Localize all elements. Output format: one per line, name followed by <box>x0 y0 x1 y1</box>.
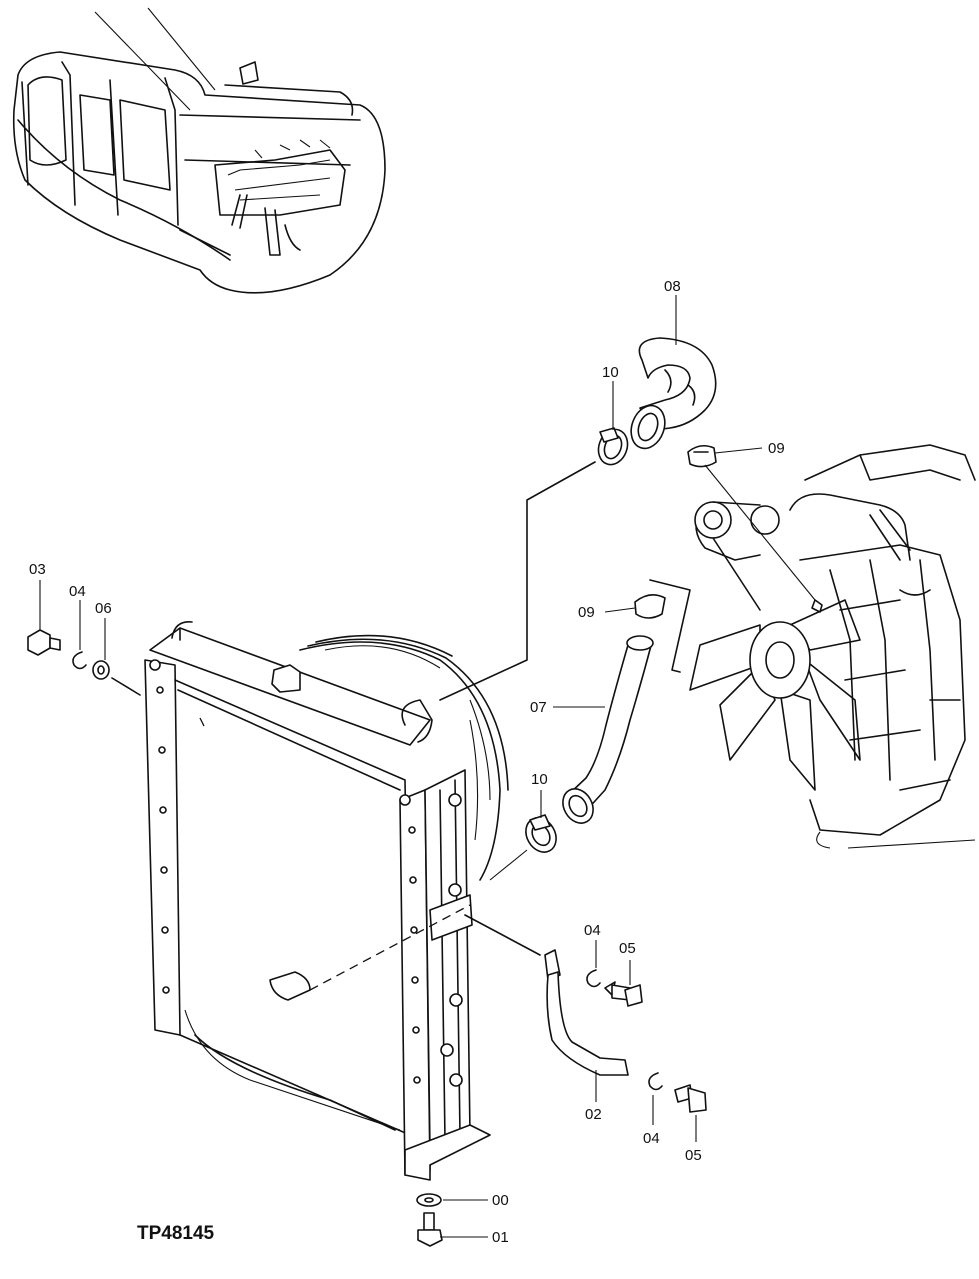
lock-washer-04-lower <box>648 1072 663 1091</box>
callout-04-upper: 04 <box>584 922 601 939</box>
callout-09-lower: 09 <box>578 604 595 621</box>
hose-clamp-10-lower <box>525 814 557 853</box>
lock-washer-04-upper <box>586 969 601 988</box>
drawing-reference-number: TP48145 <box>137 1223 215 1244</box>
callout-10-lower: 10 <box>531 771 548 788</box>
upper-radiator-hose-08 <box>630 337 717 450</box>
callout-04-lower: 04 <box>643 1130 660 1147</box>
callout-02: 02 <box>585 1106 602 1123</box>
radiator-assembly <box>144 461 596 1181</box>
callout-05-upper: 05 <box>619 940 636 957</box>
callout-05-lower: 05 <box>685 1147 702 1164</box>
hose-clamp-10-upper <box>597 427 629 466</box>
excavator-overview-illustration <box>12 7 386 294</box>
engine-illustration <box>689 444 976 849</box>
callout-09-upper: 09 <box>768 440 785 457</box>
radiator-stay-02 <box>464 914 629 1076</box>
callout-03: 03 <box>29 561 46 578</box>
callout-leaders <box>39 295 763 1238</box>
hose-clamp-09-lower <box>634 579 691 673</box>
callout-08: 08 <box>664 278 681 295</box>
bolt-03 <box>27 629 61 656</box>
bolt-05-lower <box>674 1084 707 1113</box>
bolt-01 <box>417 1212 443 1247</box>
hose-clamp-09-upper <box>687 444 717 468</box>
bolt-05-upper <box>604 981 643 1007</box>
callout-00: 00 <box>492 1192 509 1209</box>
callout-10-upper: 10 <box>602 364 619 381</box>
callout-07: 07 <box>530 699 547 716</box>
washer-06 <box>92 660 141 696</box>
callout-01: 01 <box>492 1229 509 1246</box>
washer-00 <box>416 1193 442 1207</box>
callout-04-left: 04 <box>69 583 86 600</box>
lock-washer-04-left <box>72 651 87 670</box>
callout-06: 06 <box>95 600 112 617</box>
lower-radiator-hose-07 <box>562 635 654 824</box>
